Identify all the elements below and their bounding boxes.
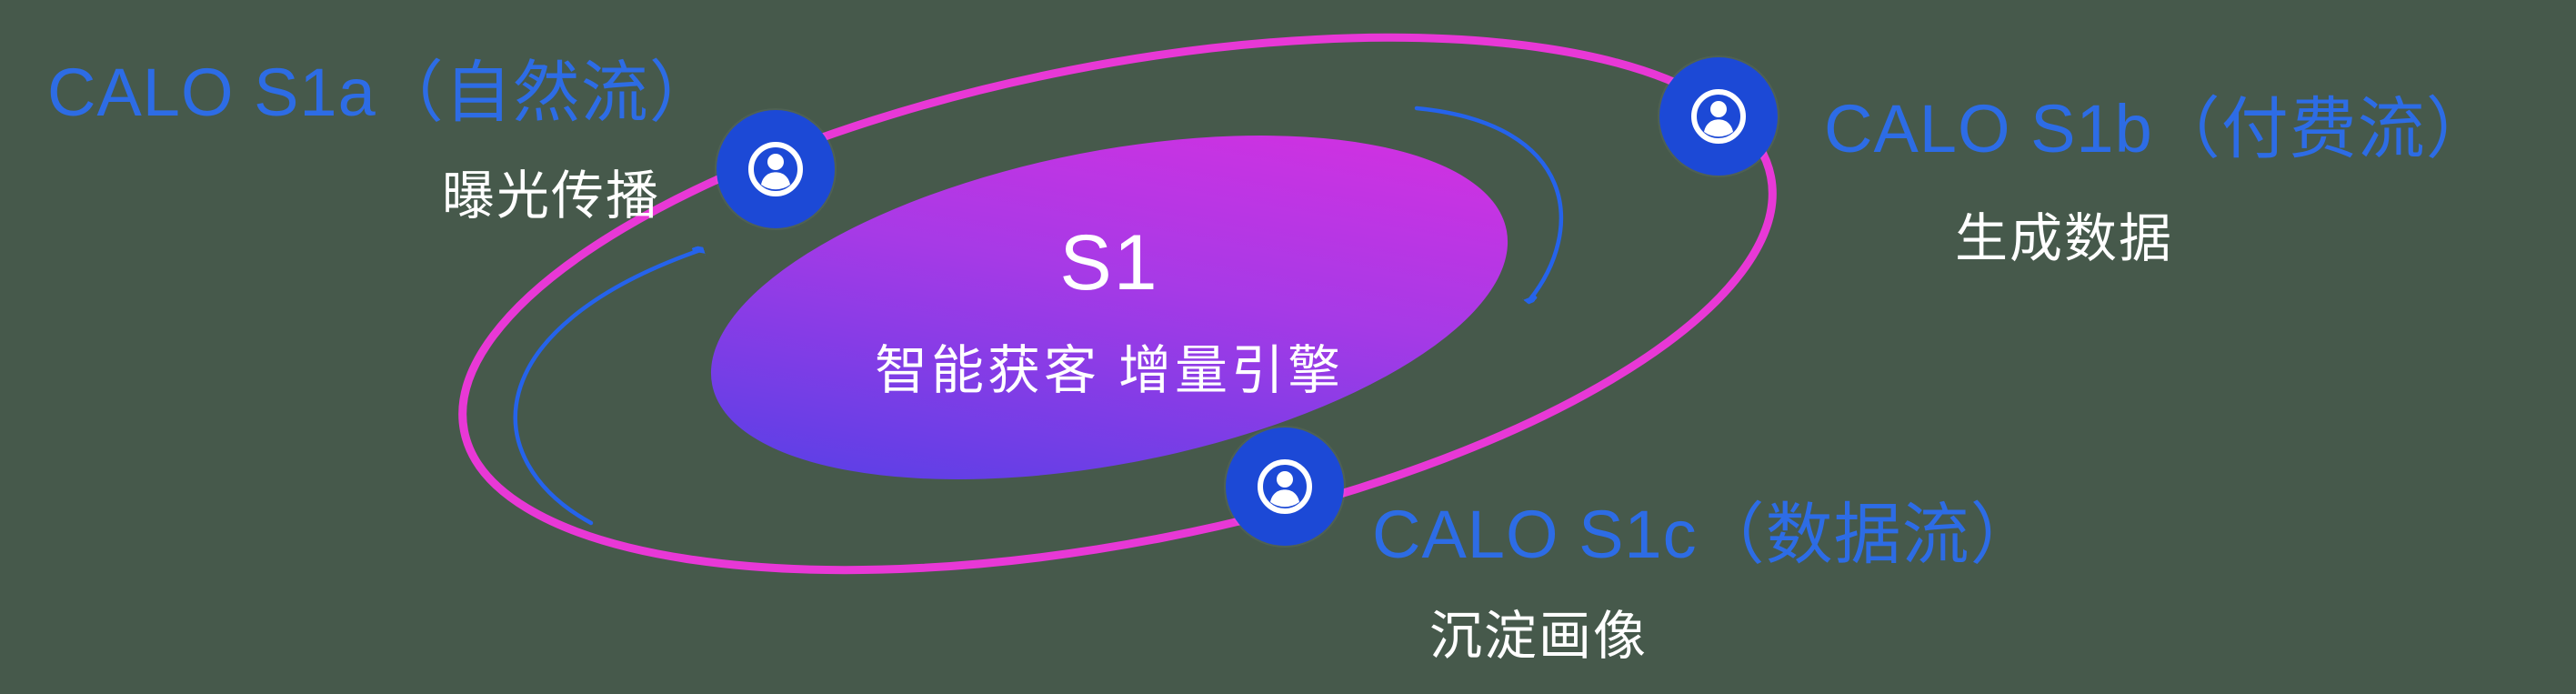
- node-s1c: [1226, 427, 1344, 546]
- core-title: S1: [1059, 219, 1159, 307]
- flow-arrow-right: [1414, 106, 1564, 300]
- node-s1a: [717, 110, 835, 228]
- flow-arrow-left: [513, 250, 700, 526]
- label-s1c-subtitle: 沉淀画像: [1429, 607, 1649, 666]
- user-icon: [1675, 73, 1762, 160]
- label-s1a-subtitle: 曝光传播: [442, 166, 661, 226]
- label-s1c-title: CALO S1c（数据流）: [1372, 497, 2039, 572]
- node-s1b: [1659, 57, 1778, 176]
- label-s1b-subtitle: 生成数据: [1955, 209, 2174, 268]
- label-s1a-title: CALO S1a（自然流）: [47, 55, 717, 130]
- core-ellipse: [710, 136, 1509, 479]
- orbit-ring: [458, 33, 1777, 575]
- user-icon: [1241, 443, 1328, 530]
- user-icon: [732, 126, 819, 213]
- core-subtitle: 智能获客 增量引擎: [874, 341, 1345, 400]
- label-s1b-title: CALO S1b（付费流）: [1824, 91, 2494, 166]
